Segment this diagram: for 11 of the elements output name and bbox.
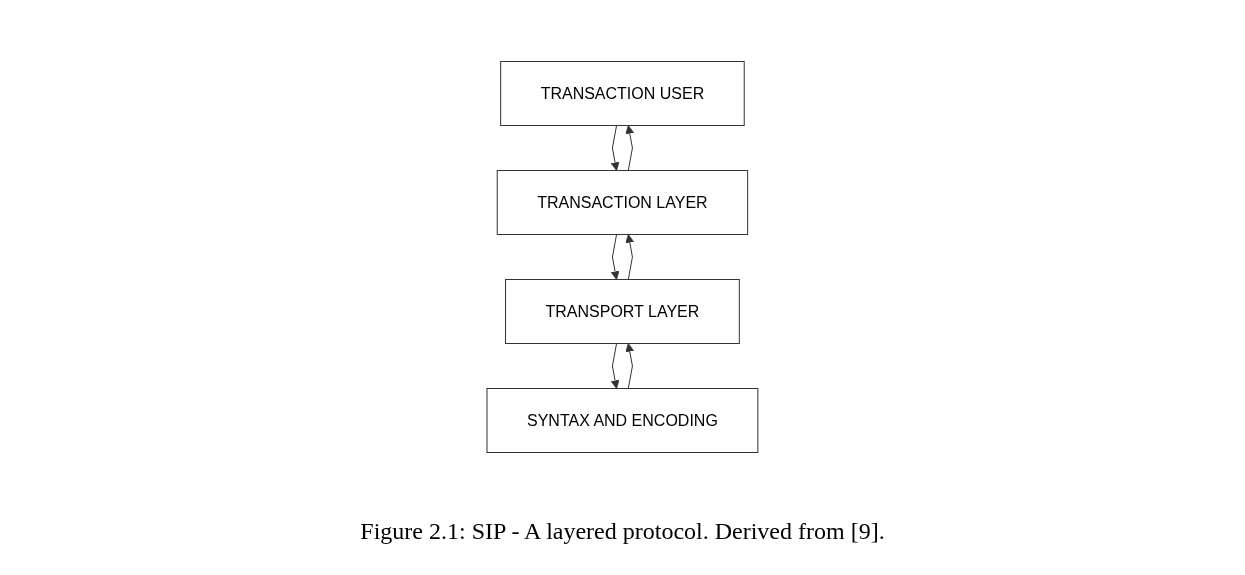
node-box: TRANSPORT LAYER [505,279,740,344]
arrow [610,125,620,171]
arrow [625,125,635,171]
arrow [610,234,620,280]
node-box: TRANSACTION USER [500,61,745,126]
arrow [625,343,635,389]
node-box: SYNTAX AND ENCODING [486,388,759,453]
arrow [610,343,620,389]
figure-caption: Figure 2.1: SIP - A layered protocol. Derived from [9]. [360,518,885,545]
arrow [625,234,635,280]
node-box: TRANSACTION LAYER [496,170,749,235]
